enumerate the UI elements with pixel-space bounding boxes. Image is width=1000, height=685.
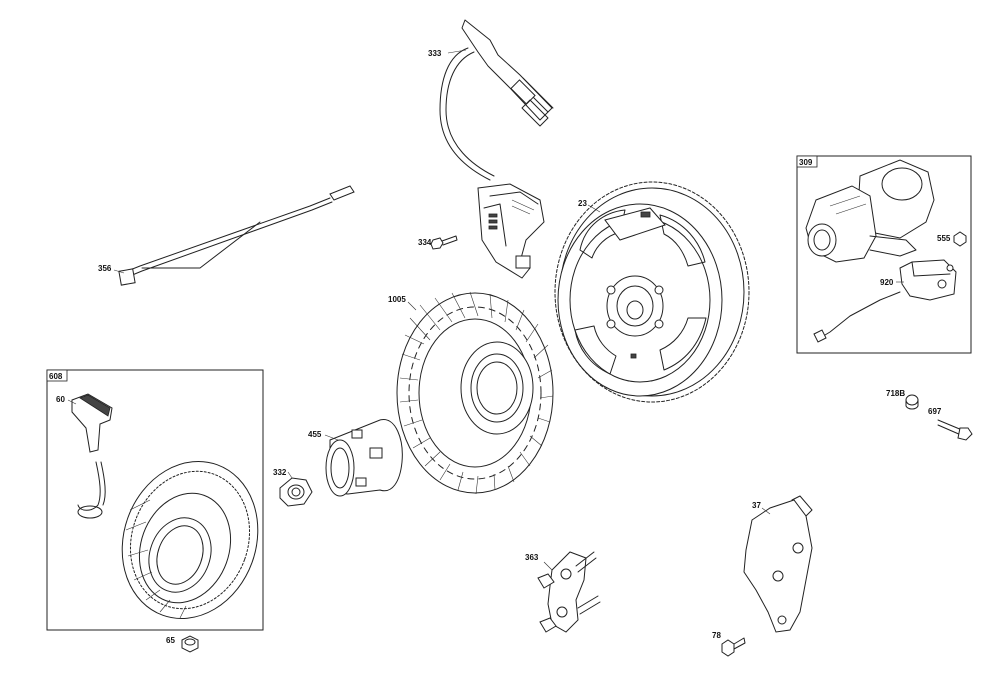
callout-363: 363 xyxy=(525,553,539,562)
callout-309: 309 xyxy=(799,158,813,167)
callout-555: 555 xyxy=(937,234,951,243)
flywheel-nut-part xyxy=(279,477,313,507)
starter-handle-part xyxy=(71,393,113,453)
callout-1005: 1005 xyxy=(388,295,406,304)
bolt-555-part xyxy=(953,231,967,247)
callout-718b: 718B xyxy=(886,389,905,398)
bracket-plate-part xyxy=(743,495,813,633)
callout-920: 920 xyxy=(880,278,894,287)
callout-37: 37 xyxy=(752,501,761,510)
callout-78: 78 xyxy=(712,631,721,640)
callout-356: 356 xyxy=(98,264,112,273)
starter-motor-box xyxy=(796,155,972,354)
callout-60: 60 xyxy=(56,395,65,404)
bolt-65-part xyxy=(181,635,199,653)
callout-332: 332 xyxy=(273,468,287,477)
bolt-334-part xyxy=(430,235,458,250)
solenoid-920-part xyxy=(813,259,957,343)
callout-23: 23 xyxy=(578,199,587,208)
callout-608: 608 xyxy=(49,372,63,381)
cooling-fan-part xyxy=(396,291,554,495)
starter-motor-part xyxy=(805,159,935,263)
flywheel-part xyxy=(554,181,750,403)
callout-333: 333 xyxy=(428,49,442,58)
recoil-starter-part xyxy=(77,461,259,619)
recoil-starter-box xyxy=(46,369,264,631)
starter-cup-part xyxy=(325,419,403,497)
bolt-78-part xyxy=(721,637,746,657)
callout-697: 697 xyxy=(928,407,942,416)
spacer-718b-part xyxy=(905,394,919,410)
callout-455: 455 xyxy=(308,430,322,439)
callout-65: 65 xyxy=(166,636,175,645)
bolt-697-part xyxy=(937,419,973,441)
mounting-bracket-part xyxy=(537,551,601,633)
callout-334: 334 xyxy=(418,238,432,247)
ground-wire-part xyxy=(118,185,355,286)
ignition-coil-part xyxy=(439,19,554,279)
